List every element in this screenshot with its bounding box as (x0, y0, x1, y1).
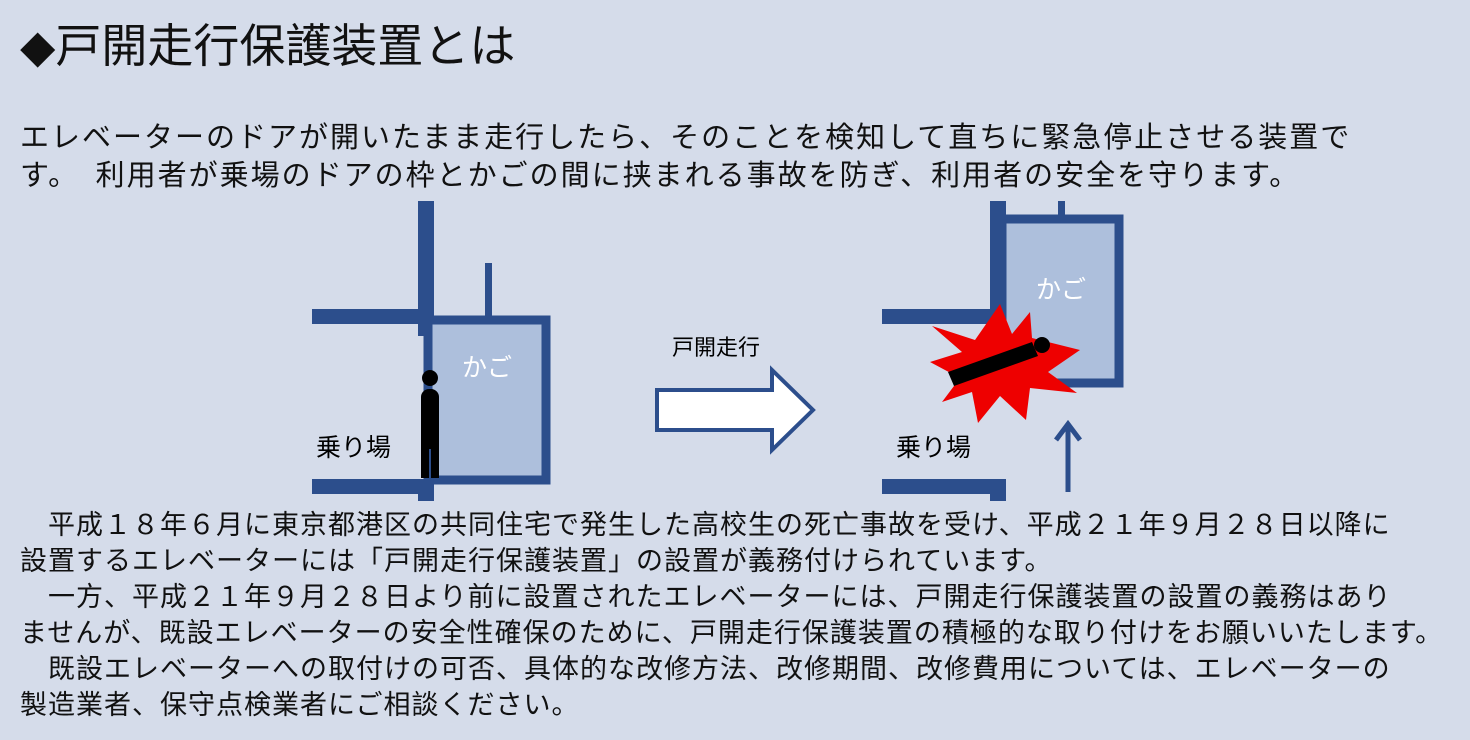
landing-label: 乗り場 (316, 433, 391, 462)
intro-text: エレベーターのドアが開いたまま走行したら、そのことを検知して直ちに緊急停止させる… (20, 118, 1460, 194)
landing-floor (882, 479, 1006, 494)
body-line: ませんが、既設エレベーターの安全性確保のために、戸開走行保護装置の積極的な取り付… (20, 618, 1444, 649)
landing-floor (312, 479, 434, 494)
car-rope (485, 263, 492, 320)
person-standing-icon (421, 370, 439, 478)
body-line: 既設エレベーターへの取付けの可否、具体的な改修方法、改修期間、改修費用については… (20, 654, 1391, 685)
body-line: 製造業者、保守点検業者にご相談ください。 (20, 690, 580, 721)
car-label: かご (1036, 275, 1086, 304)
car-label: かご (462, 353, 512, 382)
arrow-label: 戸開走行 (672, 336, 760, 361)
person-fallen-icon (948, 337, 1050, 386)
landing-wall-top (312, 309, 434, 324)
hoistway-wall-lower (990, 479, 1006, 501)
page-title: ◆戸開走行保護装置とは (20, 19, 516, 73)
car-rope (1058, 201, 1065, 219)
transition-arrow: 戸開走行 (655, 336, 816, 455)
arrow-right-icon (655, 365, 816, 455)
elevator-car (423, 315, 551, 485)
intro-line: エレベーターのドアが開いたまま走行したら、そのことを検知して直ちに緊急停止させる… (20, 120, 1352, 154)
body-line: 平成１８年６月に東京都港区の共同住宅で発生した高校生の死亡事故を受け、平成２１年… (20, 510, 1391, 541)
body-line: 設置するエレベーターには「戸開走行保護装置」の設置が義務付けられています。 (20, 546, 1053, 577)
hoistway-wall-vertical (418, 201, 434, 336)
landing-label: 乗り場 (896, 433, 971, 462)
right-scene: かご 乗り場 (882, 201, 1124, 501)
body-text: 平成１８年６月に東京都港区の共同住宅で発生した高校生の死亡事故を受け、平成２１年… (20, 508, 1465, 724)
intro-line: す。 利用者が乗場のドアの枠とかごの間に挟まれる事故を防ぎ、利用者の安全を守りま… (20, 158, 1301, 192)
arrow-up-icon (1054, 419, 1082, 492)
left-scene: かご 乗り場 (312, 201, 551, 501)
body-line: 一方、平成２１年９月２８日より前に設置されたエレベーターには、戸開走行保護装置の… (20, 582, 1392, 613)
landing-wall-top (882, 309, 1006, 324)
